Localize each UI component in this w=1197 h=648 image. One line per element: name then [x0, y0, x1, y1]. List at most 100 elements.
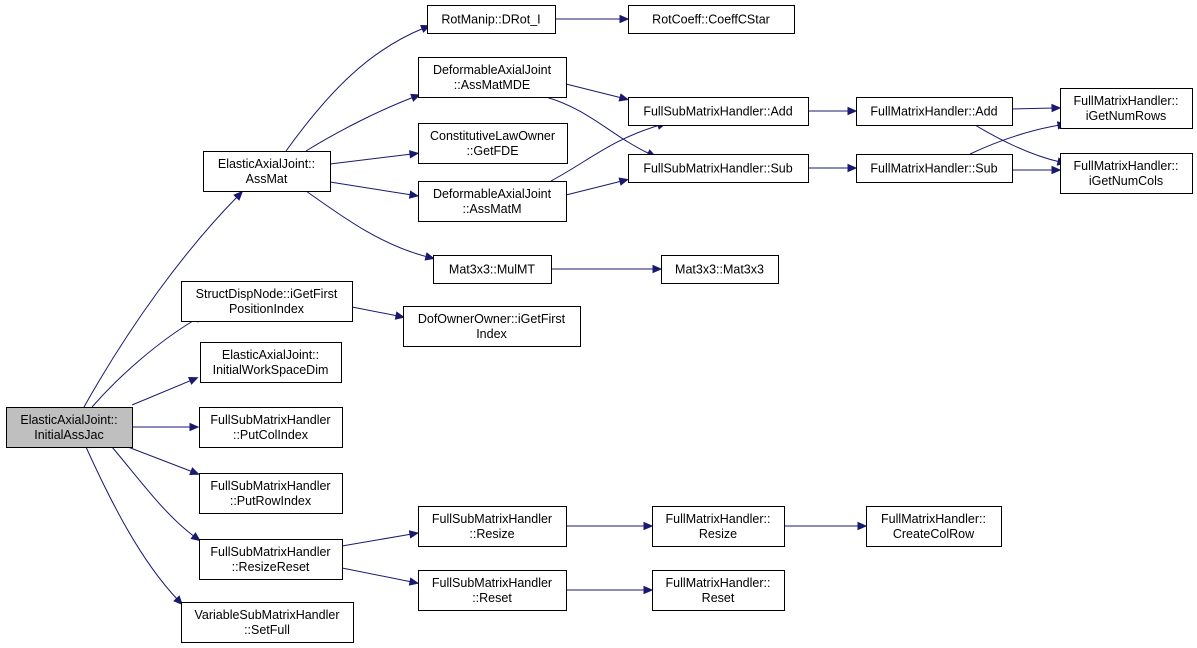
call-edge-arrowhead [408, 190, 420, 199]
node-label-line: PositionIndex [229, 302, 305, 316]
node-getfde[interactable]: ConstitutiveLawOwner::GetFDE [418, 123, 568, 164]
node-box [418, 57, 567, 98]
node-box [652, 506, 785, 547]
node-box [403, 306, 581, 347]
node-label-line: Mat3x3::Mat3x3 [675, 263, 764, 277]
node-box [200, 342, 342, 383]
node-box [628, 154, 809, 183]
node-label-line: Resize [699, 527, 737, 541]
node-label-line: iGetNumRows [1086, 109, 1167, 123]
call-edge-arrowhead [408, 530, 420, 539]
call-edge-arrowhead [847, 163, 858, 173]
node-label-line: ::GetFDE [466, 144, 518, 158]
node-label-line: InitialWorkSpaceDim [213, 363, 329, 377]
call-edge-e3 [131, 379, 193, 406]
call-edge-arrowhead [619, 14, 630, 24]
node-putrowindex[interactable]: FullSubMatrixHandler::PutRowIndex [199, 473, 343, 514]
node-initialassjac[interactable]: ElasticAxialJoint::InitialAssJac [6, 407, 133, 448]
node-assmatmde[interactable]: DeformableAxialJoint::AssMatMDE [418, 57, 567, 98]
node-fm-sub[interactable]: FullMatrixHandler::Sub [856, 154, 1013, 183]
call-edge-e8 [285, 27, 425, 152]
node-box [181, 602, 354, 643]
node-label-line: FullMatrixHandler:: [666, 576, 771, 590]
node-label-line: DeformableAxialJoint [433, 63, 552, 77]
call-edge-arrowhead [188, 376, 199, 385]
node-fsm-sub[interactable]: FullSubMatrixHandler::Sub [628, 154, 809, 183]
node-label-line: Index [476, 327, 507, 341]
node-coeffcstar[interactable]: RotCoeff::CoeffCStar [628, 5, 795, 34]
node-label-line: InitialAssJac [34, 428, 103, 442]
call-edge-arrowhead [643, 521, 654, 531]
call-edge-e5 [127, 446, 194, 473]
node-label-line: ConstitutiveLawOwner [430, 129, 555, 143]
node-fm-reset[interactable]: FullMatrixHandler::Reset [652, 570, 785, 611]
node-label-line: ::AssMatM [462, 202, 521, 216]
node-box [427, 5, 556, 34]
call-edge-e9 [305, 96, 415, 152]
node-label-line: FullMatrixHandler:: [1074, 159, 1179, 173]
node-igetnumrows[interactable]: FullMatrixHandler::iGetNumRows [1060, 88, 1193, 129]
node-igetnumcols[interactable]: FullMatrixHandler::iGetNumCols [1060, 153, 1193, 194]
node-putcolindex[interactable]: FullSubMatrixHandler::PutColIndex [199, 407, 343, 448]
call-edge-arrowhead [173, 595, 183, 606]
node-box [418, 570, 567, 611]
call-edge-arrowhead [409, 150, 420, 159]
node-drot[interactable]: RotManip::DRot_I [427, 5, 556, 34]
node-label-line: DeformableAxialJoint [433, 187, 552, 201]
node-box [433, 255, 552, 284]
node-label-line: ::PutColIndex [233, 428, 309, 442]
call-edge-e13 [351, 306, 399, 317]
node-fsm-add[interactable]: FullSubMatrixHandler::Add [628, 97, 809, 126]
node-createcolrow[interactable]: FullMatrixHandler::CreateColRow [866, 506, 1002, 547]
node-fsm-resize[interactable]: FullSubMatrixHandler::Resize [418, 506, 567, 547]
node-fm-resize[interactable]: FullMatrixHandler::Resize [652, 506, 785, 547]
node-label-line: FullSubMatrixHandler [432, 576, 552, 590]
node-box [418, 181, 567, 222]
node-label-line: FullMatrixHandler:: [1074, 94, 1179, 108]
call-edge-e7 [85, 446, 179, 601]
node-box [1060, 153, 1193, 194]
node-box [661, 255, 779, 284]
node-label-line: RotCoeff::CoeffCStar [652, 13, 770, 27]
call-edge-arrowhead [1051, 165, 1062, 175]
call-edge-arrowhead [190, 532, 201, 542]
node-setfull[interactable]: VariableSubMatrixHandler::SetFull [181, 602, 354, 643]
node-assmatm[interactable]: DeformableAxialJoint::AssMatM [418, 181, 567, 222]
node-label-line: FullMatrixHandler:: [881, 512, 986, 526]
call-edge-e2 [91, 317, 199, 408]
call-edge-arrowhead [857, 521, 868, 531]
node-label-line: ElasticAxialJoint:: [222, 348, 319, 362]
node-fm-add[interactable]: FullMatrixHandler::Add [856, 97, 1013, 126]
call-edge-arrowhead [394, 311, 406, 320]
node-label-line: AssMat [246, 172, 288, 186]
call-edge-arrowhead [233, 190, 244, 201]
node-label-line: FullMatrixHandler::Add [870, 105, 997, 119]
call-edge-e23 [974, 124, 1061, 163]
node-label-line: VariableSubMatrixHandler [195, 608, 340, 622]
call-edge-e17 [550, 124, 661, 182]
node-mat3x3[interactable]: Mat3x3::Mat3x3 [661, 255, 779, 284]
call-edge-e24 [969, 124, 1061, 155]
call-edge-e26 [341, 533, 413, 547]
call-edge-arrowhead [408, 577, 420, 586]
node-assmat[interactable]: ElasticAxialJoint::AssMat [203, 151, 331, 192]
node-resizereset[interactable]: FullSubMatrixHandler::ResizeReset [199, 539, 343, 580]
call-edge-arrowhead [424, 252, 436, 261]
node-fsm-reset[interactable]: FullSubMatrixHandler::Reset [418, 570, 567, 611]
node-initialworkspacedim[interactable]: ElasticAxialJoint::InitialWorkSpaceDim [200, 342, 342, 383]
node-label-line: ::Resize [469, 527, 514, 541]
call-edge-arrowhead [652, 264, 663, 274]
node-box [628, 97, 809, 126]
node-box [199, 407, 343, 448]
call-edge-arrowhead [618, 93, 630, 102]
call-edge-arrowhead [410, 93, 421, 102]
node-mulmt[interactable]: Mat3x3::MulMT [433, 255, 552, 284]
call-edge-arrowhead [643, 585, 654, 595]
call-edge-arrowhead [618, 177, 630, 186]
node-label-line: ::AssMatMDE [454, 78, 530, 92]
call-edge-arrowhead [189, 467, 200, 476]
node-label-line: FullSubMatrixHandler::Sub [643, 162, 792, 176]
